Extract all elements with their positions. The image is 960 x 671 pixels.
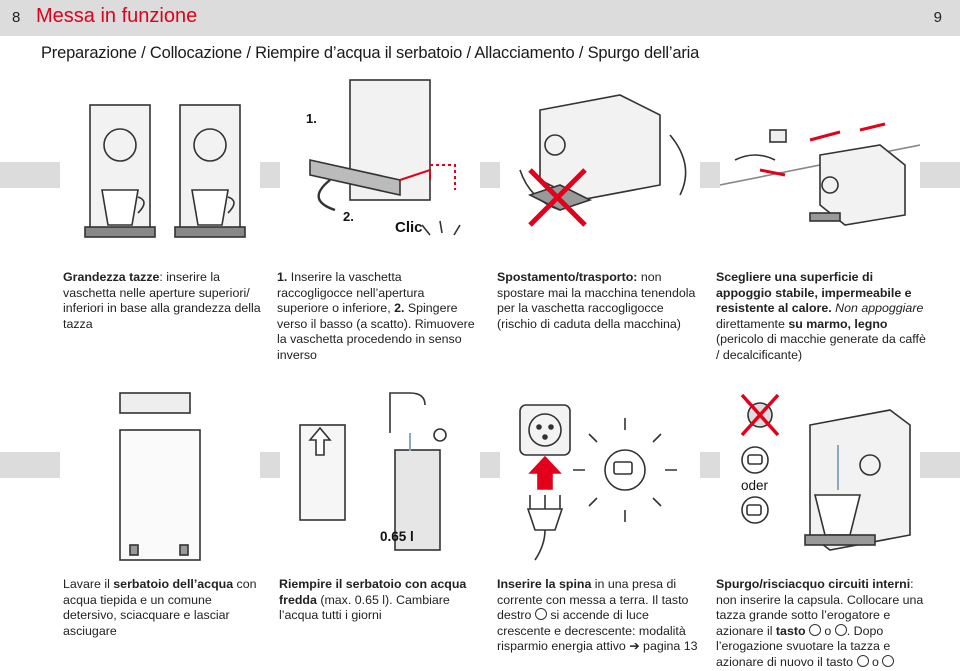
- caption-plug: Inserire la spina in una presa di corren…: [497, 577, 702, 655]
- drip-tray-drawing: [309, 79, 461, 236]
- caption-surface-text2: (pericolo di macchie generate da caffè /…: [716, 332, 926, 362]
- caption-drip-tray-text2: Spingere verso il basso (a scatto). Rimu…: [277, 301, 475, 362]
- illustration-drip-tray: [280, 75, 480, 255]
- illustration-tank-fill: [280, 385, 480, 565]
- caption-rinse-text2: o: [820, 623, 835, 638]
- caption-rinse-text4: o: [868, 654, 883, 669]
- caption-rinse-bold2: tasto: [775, 623, 806, 638]
- caption-plug-text1: in una presa di corrente con messa a ter…: [497, 577, 689, 623]
- caption-tank-wash-text2: con acqua tiepida e un comune detersivo,…: [63, 577, 257, 638]
- page-subtitle: Preparazione / Collocazione / Riempire d…: [41, 44, 700, 62]
- caption-tank-wash-text1: Lavare il: [63, 577, 114, 591]
- caption-tank-fill: Riempire il serbatoio con acqua fredda (…: [279, 577, 479, 624]
- caption-transport: Spostamento/trasporto: non spostare mai …: [497, 270, 702, 332]
- caption-transport-bold: Spostamento/trasporto:: [497, 270, 638, 284]
- page-number-right: 9: [933, 9, 942, 26]
- espresso-button-icon: [808, 623, 821, 636]
- illustration-cup-size: [60, 75, 260, 255]
- caption-cup-size-bold: Grandezza tazze: [63, 270, 160, 284]
- tank-wash-drawing: [119, 392, 201, 561]
- caption-tank-fill-text: (max. 0.65 l). Cambiare l’acqua tutti i …: [279, 592, 450, 623]
- caption-surface-bold2: su marmo, legno: [788, 316, 888, 331]
- clic-label: Clic: [395, 219, 423, 236]
- caption-rinse: Spurgo/risciacquo circuiti interni: non …: [716, 577, 928, 671]
- illustration-transport: [500, 75, 700, 255]
- caption-surface-text1: direttamente: [716, 316, 789, 331]
- caption-drip-tray-step1: 1.: [277, 270, 288, 284]
- step-1-label: 1.: [306, 111, 317, 126]
- rinse-drawing: [740, 393, 911, 551]
- lungo-button-icon: [882, 654, 895, 667]
- page-number-left: 8: [12, 9, 21, 26]
- plug-drawing: [519, 404, 677, 561]
- caption-tank-fill-bold: Riempire il serbatoio con acqua fredda: [279, 577, 467, 607]
- espresso-button-icon: [534, 608, 547, 621]
- illustration-plug: [500, 385, 700, 565]
- caption-rinse-text1: : non inserire la capsula. Collocare una…: [716, 577, 924, 638]
- illustration-rinse: [720, 385, 920, 565]
- caption-cup-size-text: : inserire la vaschetta nelle aperture s…: [63, 270, 261, 331]
- caption-drip-tray: 1. Inserire la vaschetta raccogligocce n…: [277, 270, 477, 364]
- caption-plug-bold: Inserire la spina: [497, 577, 592, 591]
- cup-size-drawing: [84, 104, 246, 238]
- caption-drip-tray-text1: Inserire la vaschetta raccogligocce nell…: [277, 270, 425, 316]
- top-bar: [0, 0, 960, 36]
- caption-tank-wash: Lavare il serbatoio dell’acqua con acqua…: [63, 577, 263, 639]
- caption-drip-tray-step2: 2.: [394, 301, 405, 316]
- caption-rinse-bold: Spurgo/risciacquo circuiti interni: [716, 577, 911, 591]
- illustration-surface: [720, 75, 920, 255]
- illustration-tank-wash: [60, 385, 260, 565]
- caption-cup-size: Grandezza tazze: inserire la vaschetta n…: [63, 270, 263, 332]
- transport-drawing: [519, 94, 687, 227]
- surface-drawing: [720, 122, 920, 226]
- section-title: Messa in funzione: [36, 5, 198, 27]
- caption-surface-bold: Scegliere una superficie di appoggio sta…: [716, 270, 912, 316]
- caption-plug-text2: si accende di luce crescente e decrescen…: [497, 608, 698, 654]
- or-label: oder: [741, 478, 769, 493]
- lungo-button-icon: [834, 623, 847, 636]
- caption-surface: Scegliere una superficie di appoggio sta…: [716, 270, 928, 364]
- tank-fill-drawing: [299, 392, 447, 551]
- step-2-label: 2.: [343, 209, 354, 224]
- caption-surface-italic: Non appoggiare: [831, 301, 924, 316]
- espresso-button-icon: [856, 654, 869, 667]
- caption-tank-wash-bold: serbatoio dell’acqua: [113, 577, 234, 591]
- tank-volume-label: 0.65 l: [380, 529, 414, 544]
- caption-transport-text: non spostare mai la macchina tenendola p…: [497, 270, 696, 331]
